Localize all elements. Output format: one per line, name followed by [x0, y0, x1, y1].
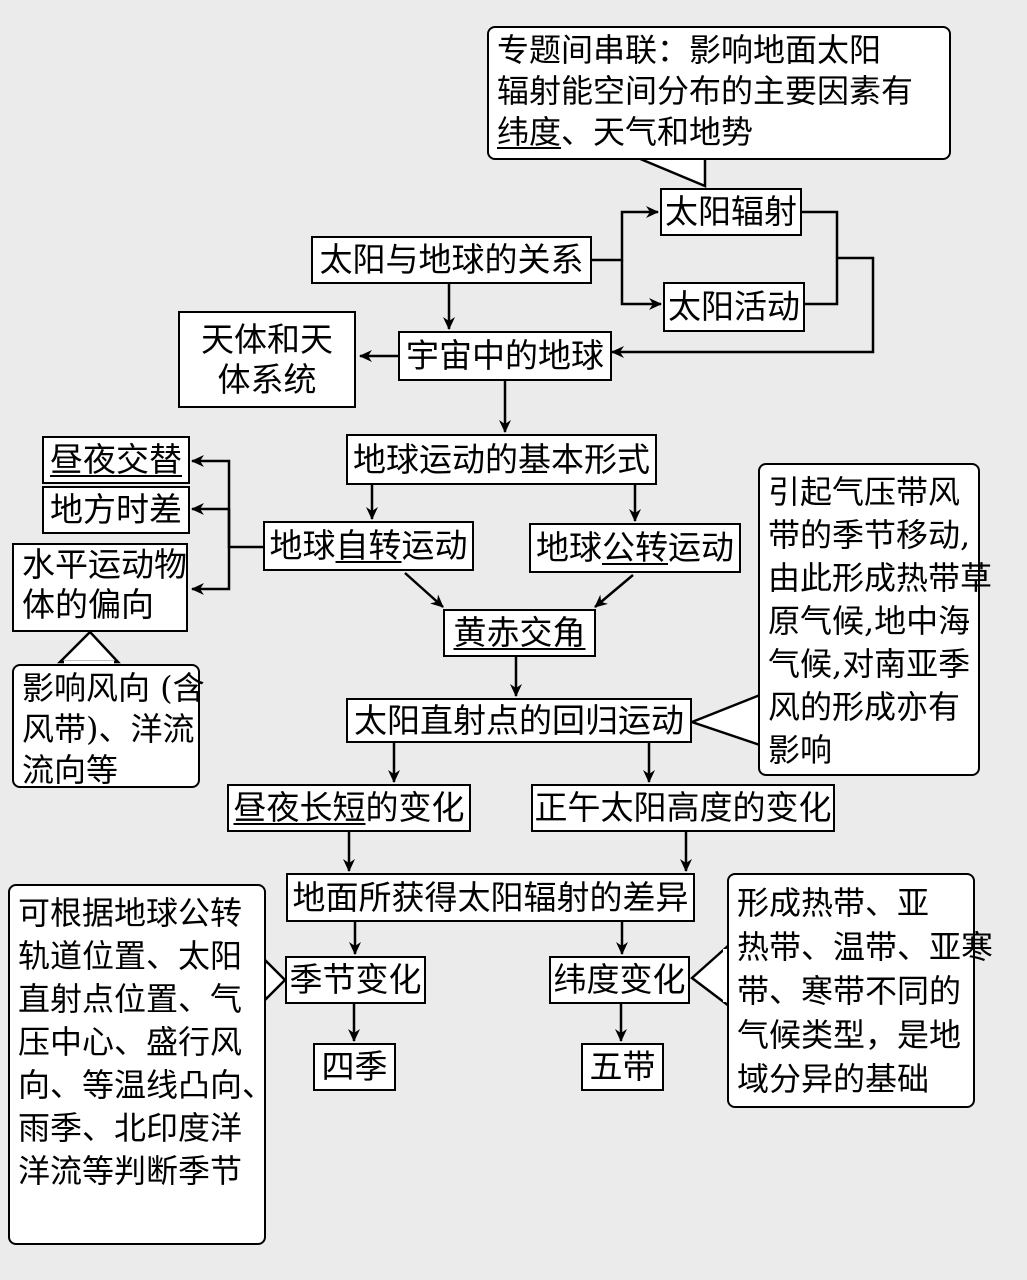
node-rotation: 地球自转运动 [263, 521, 474, 571]
node-day-night-alternation: 昼夜交替 [42, 436, 190, 484]
arrow-to-deflection [191, 509, 231, 595]
node-sun-earth-relation: 太阳与地球的关系 [311, 236, 592, 284]
callout-topic-link-line: 专题间串联：影响地面太阳 [497, 31, 882, 69]
node-seasonal-change: 季节变化 [285, 956, 426, 1004]
node-noon-sun-altitude: 正午太阳高度的变化 [531, 784, 835, 832]
underlined-term-latitude: 纬度 [497, 113, 562, 151]
callout-climate-zones: 形成热带、亚 热带、温带、亚寒 带、寒带不同的 气候类型，是地 域分异的基础 [727, 873, 993, 1108]
node-obliquity: 黄赤交角 [443, 609, 596, 657]
node-celestial-systems: 天体和天 体系统 [178, 311, 356, 408]
callout-topic-link-line: 辐射能空间分布的主要因素有 [497, 72, 914, 110]
node-day-length-change: 昼夜长短的变化 [227, 784, 471, 832]
branch-rotation [191, 455, 263, 549]
tail-deflection-effect [56, 630, 121, 664]
node-four-seasons: 四季 [313, 1043, 396, 1091]
underlined-term-day-length: 昼夜长短 [233, 788, 366, 827]
callout-deflection-effect: 影响风向 (含 风带)、洋流 流向等 [12, 664, 205, 789]
arrow-relation-to-radiation [592, 206, 659, 262]
node-revolution: 地球公转运动 [529, 523, 741, 573]
tail-pressure-belt [688, 693, 762, 747]
tail-season-judgement [263, 956, 287, 1004]
node-solar-radiation: 太阳辐射 [660, 188, 802, 236]
node-radiation-difference: 地面所获得太阳辐射的差异 [286, 873, 695, 922]
callout-pressure-belt-shift: 引起气压带风 带的季节移动, 由此形成热带草 原气候,地中海 气候,对南亚季 风… [758, 463, 992, 776]
arrow-rotation-to-obliquity [404, 572, 444, 608]
node-subsolar-point-migration: 太阳直射点的回归运动 [346, 698, 692, 743]
callout-topic-link-rest: 、天气和地势 [561, 113, 754, 151]
bracket-radiation-activity [802, 210, 839, 306]
node-local-time-difference: 地方时差 [42, 486, 190, 534]
node-deflection: 水平运动物 体的偏向 [12, 543, 188, 632]
underlined-term-rotation: 自转 [335, 526, 402, 565]
node-five-zones: 五带 [581, 1043, 664, 1091]
underlined-term-revolution: 公转 [602, 528, 668, 567]
node-solar-activity: 太阳活动 [663, 282, 805, 332]
callout-season-judgement: 可根据地球公转 轨道位置、太阳 直射点位置、气 压中心、盛行风 向、等温线凸向、… [8, 884, 274, 1245]
node-earth-in-universe: 宇宙中的地球 [398, 331, 612, 381]
node-basic-forms-of-motion: 地球运动的基本形式 [346, 434, 657, 485]
callout-topic-link: 专题间串联：影响地面太阳 辐射能空间分布的主要因素有 纬度、天气和地势 [487, 26, 951, 160]
arrow-relation-to-activity [620, 260, 662, 310]
arrow-back-to-earth [611, 256, 875, 358]
node-latitudinal-change: 纬度变化 [549, 956, 690, 1004]
tail-topic-link [637, 156, 707, 188]
arrow-revolution-to-obliquity [594, 574, 634, 608]
